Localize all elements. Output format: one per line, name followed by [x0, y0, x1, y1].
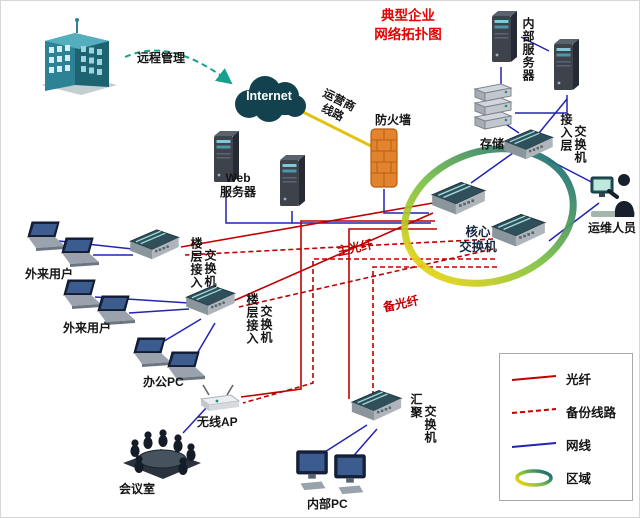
backup-line-sample	[511, 408, 557, 415]
carrier-line	[296, 107, 374, 149]
meeting-room-icon	[115, 417, 207, 481]
legend-label: 光纤	[566, 372, 592, 387]
web-server-2	[275, 151, 309, 209]
internal-server-1	[487, 7, 521, 65]
access-switch-label: 接入层 交换机	[559, 113, 587, 164]
legend-row-zone: 区域	[510, 464, 624, 492]
firewall	[367, 127, 401, 189]
meeting-room	[115, 417, 207, 481]
internal-pc-label: 内部PC	[307, 497, 348, 511]
wireless-ap-label: 无线AP	[197, 415, 238, 429]
desktop-icon	[293, 449, 331, 493]
meeting-room-label: 会议室	[119, 482, 156, 496]
internal-servers-label: 内部服务器	[521, 17, 535, 82]
aggregation-switch	[347, 387, 405, 427]
legend-row-backup: 备份线路	[510, 397, 624, 425]
legend-label: 区域	[566, 472, 592, 487]
storage-label: 存储	[479, 137, 504, 151]
laptop-icon	[57, 237, 103, 269]
core-switch-label: 核心 交换机	[459, 225, 497, 254]
title-line2: 网络拓扑图	[374, 26, 442, 42]
internal-pc-2	[331, 453, 369, 497]
building-icon	[29, 13, 125, 97]
switch-icon	[125, 227, 183, 265]
aggregation-switch-label: 汇聚 交换机	[409, 393, 437, 444]
server-icon	[275, 151, 309, 209]
ops-person-label: 运维人员	[587, 221, 636, 235]
internal-pc-1	[293, 449, 331, 493]
ext-user-laptop-1b	[57, 237, 103, 269]
switch-icon	[347, 387, 405, 427]
switch-icon	[427, 179, 489, 221]
internet-label: Internet	[246, 89, 292, 103]
floor-switch-1-label: 楼层接入 交换机	[189, 237, 217, 289]
floor-switch-2-label: 楼层接入 交换机	[245, 293, 273, 345]
legend-label: 备份线路	[566, 405, 617, 420]
core-switch-1	[427, 179, 489, 221]
diagram-title: 典型企业 网络拓扑图	[349, 7, 467, 45]
ops-person	[589, 167, 637, 219]
zone-ring-sample	[515, 469, 553, 487]
internal-server-2	[549, 35, 583, 93]
remote-management-arrow	[124, 49, 233, 85]
title-line1: 典型企业	[381, 8, 435, 23]
ext-users-1-label: 外来用户	[25, 267, 74, 281]
access-point-icon	[195, 383, 241, 415]
desktop-icon	[331, 453, 369, 497]
floor-access-switch-1	[125, 227, 183, 265]
zone-ring	[401, 145, 577, 287]
firewall-label: 防火墙	[374, 113, 411, 127]
person-icon	[589, 167, 637, 219]
server-icon	[549, 35, 583, 93]
legend-row-fiber: 光纤	[510, 364, 624, 392]
legend: 光纤 备份线路 网线 区域	[499, 353, 633, 501]
wireless-ap	[195, 383, 241, 415]
server-icon	[487, 7, 521, 65]
ext-users-2-label: 外来用户	[63, 321, 112, 335]
web-server-label: Web 服务器	[219, 171, 256, 200]
fiber-line-sample	[511, 375, 557, 381]
firewall-icon	[367, 127, 401, 189]
backup-lines	[184, 238, 497, 404]
lan-line-sample	[511, 441, 557, 448]
remote-management-label: 远程管理	[137, 51, 186, 65]
office-building	[29, 13, 125, 97]
legend-row-lan: 网线	[510, 431, 624, 459]
office-pc-label: 办公PC	[143, 375, 184, 389]
legend-label: 网线	[566, 439, 592, 454]
